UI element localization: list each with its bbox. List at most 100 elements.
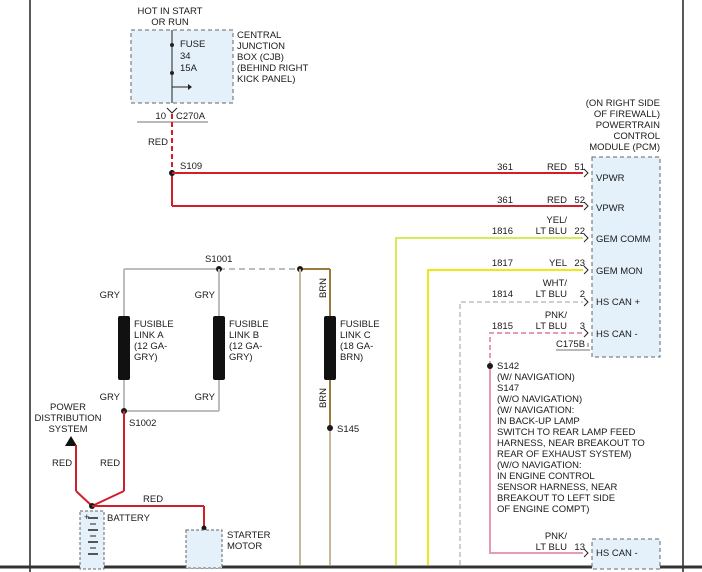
wire-pnk-ltblu-bottom xyxy=(489,366,583,554)
cjb-connector-id: C270A xyxy=(176,111,206,122)
splice-note-line9: REAR OF EXHAUST SYSTEM) xyxy=(497,449,631,460)
bottom-pin-name: HS CAN - xyxy=(596,548,638,559)
cjb-fuse-label: FUSE xyxy=(180,39,205,50)
pcm-pin3-color2: LT BLU xyxy=(536,321,567,332)
pcm-desc-line2: OF FIREWALL) xyxy=(594,109,660,120)
pcm-desc-line5: MODULE (PCM) xyxy=(589,142,660,153)
link-c-line2: LINK C xyxy=(340,330,371,341)
cjb-fuse-dot-top xyxy=(170,43,174,47)
link-b-line1: FUSIBLE xyxy=(229,319,269,330)
splice-note-line6: IN BACK-UP LAMP xyxy=(497,416,580,427)
splice-note-line5: (W/ NAVIGATION: xyxy=(497,405,574,416)
pcm-pin3-number: 3 xyxy=(580,321,585,332)
cjb-header-line1: HOT IN START xyxy=(138,6,203,17)
pcm-pin51-connector-icon xyxy=(583,168,589,178)
cjb-arrow-head-icon xyxy=(188,84,192,90)
bottom-pin-color2: LT BLU xyxy=(536,542,567,553)
link-a-line2: LINK A xyxy=(134,330,164,341)
splice-note-line13: BREAKOUT TO LEFT SIDE xyxy=(497,493,615,504)
pcm-pin2-color1: WHT/ xyxy=(543,278,568,289)
red-pds-label-1: RED xyxy=(52,458,72,469)
pcm-pin2-connector-icon xyxy=(583,297,589,307)
connector-c270a-icon xyxy=(166,107,178,114)
cjb-desc-line2: JUNCTION xyxy=(237,41,285,52)
pcm-pin22-name: GEM COMM xyxy=(596,234,650,245)
splice-note-line1: S142 xyxy=(497,361,519,372)
pds-line3: SYSTEM xyxy=(48,424,87,435)
cjb-pin-number: 10 xyxy=(155,111,166,122)
cjb-fuse-number: 34 xyxy=(180,51,191,62)
pcm-pin22-number: 22 xyxy=(574,226,585,237)
starter-line1: STARTER xyxy=(227,530,271,541)
pcm-pin3-color1: PNK/ xyxy=(545,310,568,321)
cjb-desc-line3: BOX (CJB) xyxy=(237,52,284,63)
pcm-pin52-color: RED xyxy=(547,195,567,206)
pds-line1: POWER xyxy=(50,402,86,413)
pds-line2: DISTRIBUTION xyxy=(34,413,101,424)
splice-note-line7: SWITCH TO REAR LAMP FEED xyxy=(497,427,635,438)
battery-label: BATTERY xyxy=(107,513,151,524)
splice-note-line8: HARNESS, NEAR BREAKOUT TO xyxy=(497,438,645,449)
wire-1817-yel xyxy=(427,269,583,565)
pcm-pin51-circuit: 361 xyxy=(497,162,513,173)
pcm-pin52-name: VPWR xyxy=(596,203,625,214)
brn-label-bottom: BRN xyxy=(318,388,329,408)
wire-1816-yel-ltblu xyxy=(395,237,583,565)
starter-line2: MOTOR xyxy=(227,541,262,552)
wire-1815-pnk-ltblu xyxy=(489,332,583,366)
pcm-pin22-circuit: 1816 xyxy=(492,226,513,237)
pcm-box xyxy=(591,156,661,358)
link-c-line4: BRN) xyxy=(340,352,363,363)
pcm-pin52-connector-icon xyxy=(583,201,589,211)
splice-s1001-label: S1001 xyxy=(205,254,232,265)
red-battery-label: RED xyxy=(143,494,163,505)
pcm-pin51-number: 51 xyxy=(574,162,585,173)
pcm-desc-line1: (ON RIGHT SIDE xyxy=(586,98,660,109)
gry-label-1: GRY xyxy=(100,290,121,301)
pcm-pin3-name: HS CAN - xyxy=(596,329,638,340)
cjb-fuse-rating: 15A xyxy=(180,63,198,74)
bottom-pin-connector-icon xyxy=(583,548,589,558)
pcm-pin23-name: GEM MON xyxy=(596,266,643,277)
red-pds-label-2: RED xyxy=(100,458,120,469)
splice-note-line4: (W/O NAVIGATION) xyxy=(497,394,582,405)
gry-label-4: GRY xyxy=(195,392,216,403)
link-c-line3: (18 GA- xyxy=(340,341,373,352)
pcm-pin23-color: YEL xyxy=(549,258,567,269)
cjb-fuse-dot-bottom xyxy=(170,71,174,75)
link-b-line3: (12 GA- xyxy=(229,341,262,352)
link-a-line4: GRY) xyxy=(134,352,158,363)
pcm-pin3-circuit: 1815 xyxy=(492,321,513,332)
pcm-pin22-color2: LT BLU xyxy=(536,226,567,237)
splice-note-line2: (W/ NAVIGATION) xyxy=(497,372,575,383)
link-a-line3: (12 GA- xyxy=(134,341,167,352)
link-c-line1: FUSIBLE xyxy=(340,319,380,330)
wire-1814-wht-ltblu xyxy=(459,301,583,565)
pcm-pin52-circuit: 361 xyxy=(497,195,513,206)
splice-s145-dot xyxy=(327,425,333,431)
link-b-line4: GRY) xyxy=(229,352,253,363)
pcm-pin2-color2: LT BLU xyxy=(536,289,567,300)
pcm-pin22-connector-icon xyxy=(583,233,589,243)
bottom-pin-color1: PNK/ xyxy=(545,531,568,542)
cjb-box xyxy=(130,29,234,104)
fusible-link-c xyxy=(324,316,336,380)
gry-label-2: GRY xyxy=(195,290,216,301)
gry-label-3: GRY xyxy=(100,392,121,403)
starter-terminal-dot xyxy=(201,525,207,531)
fusible-link-b xyxy=(213,316,225,380)
pcm-pin23-number: 23 xyxy=(574,258,585,269)
cjb-desc-line1: CENTRAL xyxy=(237,30,281,41)
bottom-module-box xyxy=(591,538,661,570)
pcm-pin22-color1: YEL/ xyxy=(546,215,567,226)
pcm-pin2-name: HS CAN + xyxy=(596,297,641,308)
battery-box xyxy=(79,510,105,570)
splice-note-line3: S147 xyxy=(497,383,519,394)
splice-note-line10: (W/O NAVIGATION: xyxy=(497,460,582,471)
pcm-pin51-color: RED xyxy=(547,162,567,173)
starter-box xyxy=(185,529,223,569)
pcm-pin3-connector-icon xyxy=(583,328,589,338)
pcm-pin23-circuit: 1817 xyxy=(492,258,513,269)
